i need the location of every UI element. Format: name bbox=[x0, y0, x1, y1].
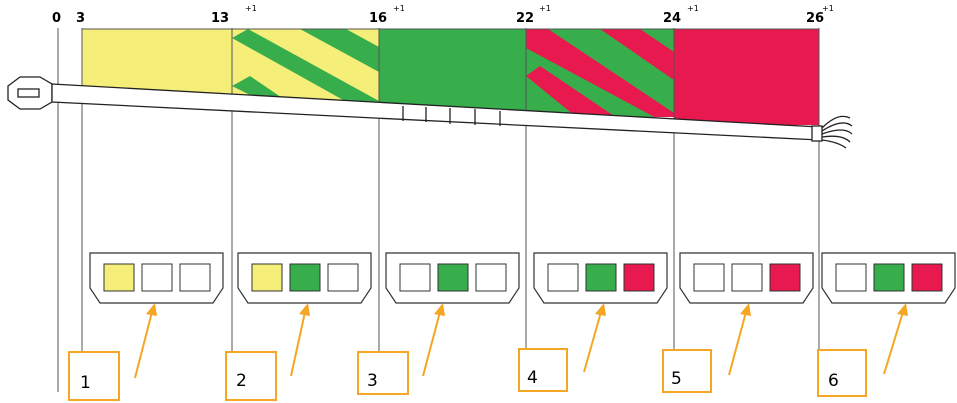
tick-sup-24: +1 bbox=[687, 4, 699, 13]
arrow-icon bbox=[290, 311, 306, 377]
callout-2: 2 bbox=[225, 303, 310, 401]
light-yellow bbox=[103, 263, 135, 292]
light-green bbox=[873, 263, 905, 292]
scale-tick-labels: 0 3 13 +1 16 +1 22 +1 24 +1 26 +1 bbox=[52, 4, 834, 26]
rope-with-eye-and-frayed-end-icon bbox=[7, 76, 853, 149]
indicator-panel-3 bbox=[385, 252, 520, 304]
light-green bbox=[585, 263, 617, 292]
light-off bbox=[179, 263, 211, 292]
callout-label-4: 4 bbox=[527, 368, 538, 388]
arrow-icon bbox=[728, 311, 747, 376]
tick-sup-26: +1 bbox=[822, 4, 834, 13]
callout-3: 3 bbox=[357, 303, 445, 395]
light-off bbox=[693, 263, 725, 292]
tick-label-13: 13 bbox=[211, 11, 229, 26]
arrow-icon bbox=[583, 311, 602, 373]
indicator-panel-1 bbox=[89, 252, 224, 304]
light-red bbox=[623, 263, 655, 292]
indicator-panels bbox=[89, 252, 956, 304]
indicator-panel-2 bbox=[237, 252, 372, 304]
light-off bbox=[835, 263, 867, 292]
indicator-panel-5 bbox=[679, 252, 814, 304]
light-off bbox=[399, 263, 431, 292]
light-yellow bbox=[251, 263, 283, 292]
tick-sup-13: +1 bbox=[245, 4, 257, 13]
tick-label-22: 22 bbox=[516, 11, 534, 26]
indicator-panel-4 bbox=[533, 252, 668, 304]
callout-6: 6 bbox=[817, 303, 908, 397]
callouts: 1 2 3 4 5 6 bbox=[68, 303, 908, 401]
indicator-panel-6 bbox=[821, 252, 956, 304]
callout-4: 4 bbox=[518, 303, 606, 392]
band-yellow-green-stripes bbox=[232, 29, 379, 104]
tick-sup-22: +1 bbox=[539, 4, 551, 13]
tick-label-16: 16 bbox=[369, 11, 387, 26]
band-green-solid bbox=[379, 29, 526, 113]
light-red bbox=[769, 263, 801, 292]
light-off bbox=[547, 263, 579, 292]
callout-label-3: 3 bbox=[367, 371, 378, 391]
tick-label-26: 26 bbox=[806, 11, 824, 26]
tick-sup-16: +1 bbox=[393, 4, 405, 13]
light-green bbox=[437, 263, 469, 292]
light-green bbox=[289, 263, 321, 292]
callout-1: 1 bbox=[68, 303, 157, 401]
arrow-icon bbox=[134, 311, 153, 379]
arrow-icon bbox=[422, 311, 441, 377]
arrow-icon bbox=[883, 311, 904, 375]
tick-label-0: 0 bbox=[52, 11, 61, 26]
light-off bbox=[731, 263, 763, 292]
callout-label-5: 5 bbox=[671, 369, 682, 389]
callout-label-2: 2 bbox=[236, 371, 247, 391]
callout-label-6: 6 bbox=[828, 371, 839, 391]
tick-label-3: 3 bbox=[76, 11, 85, 26]
tick-label-24: 24 bbox=[663, 11, 681, 26]
band-green-red-stripes bbox=[526, 29, 674, 117]
callout-5: 5 bbox=[662, 303, 751, 393]
band-red-solid bbox=[674, 29, 819, 125]
light-red bbox=[911, 263, 943, 292]
band-yellow-solid bbox=[82, 29, 232, 93]
callout-label-1: 1 bbox=[80, 373, 91, 393]
light-off bbox=[327, 263, 359, 292]
light-off bbox=[141, 263, 173, 292]
light-off bbox=[475, 263, 507, 292]
